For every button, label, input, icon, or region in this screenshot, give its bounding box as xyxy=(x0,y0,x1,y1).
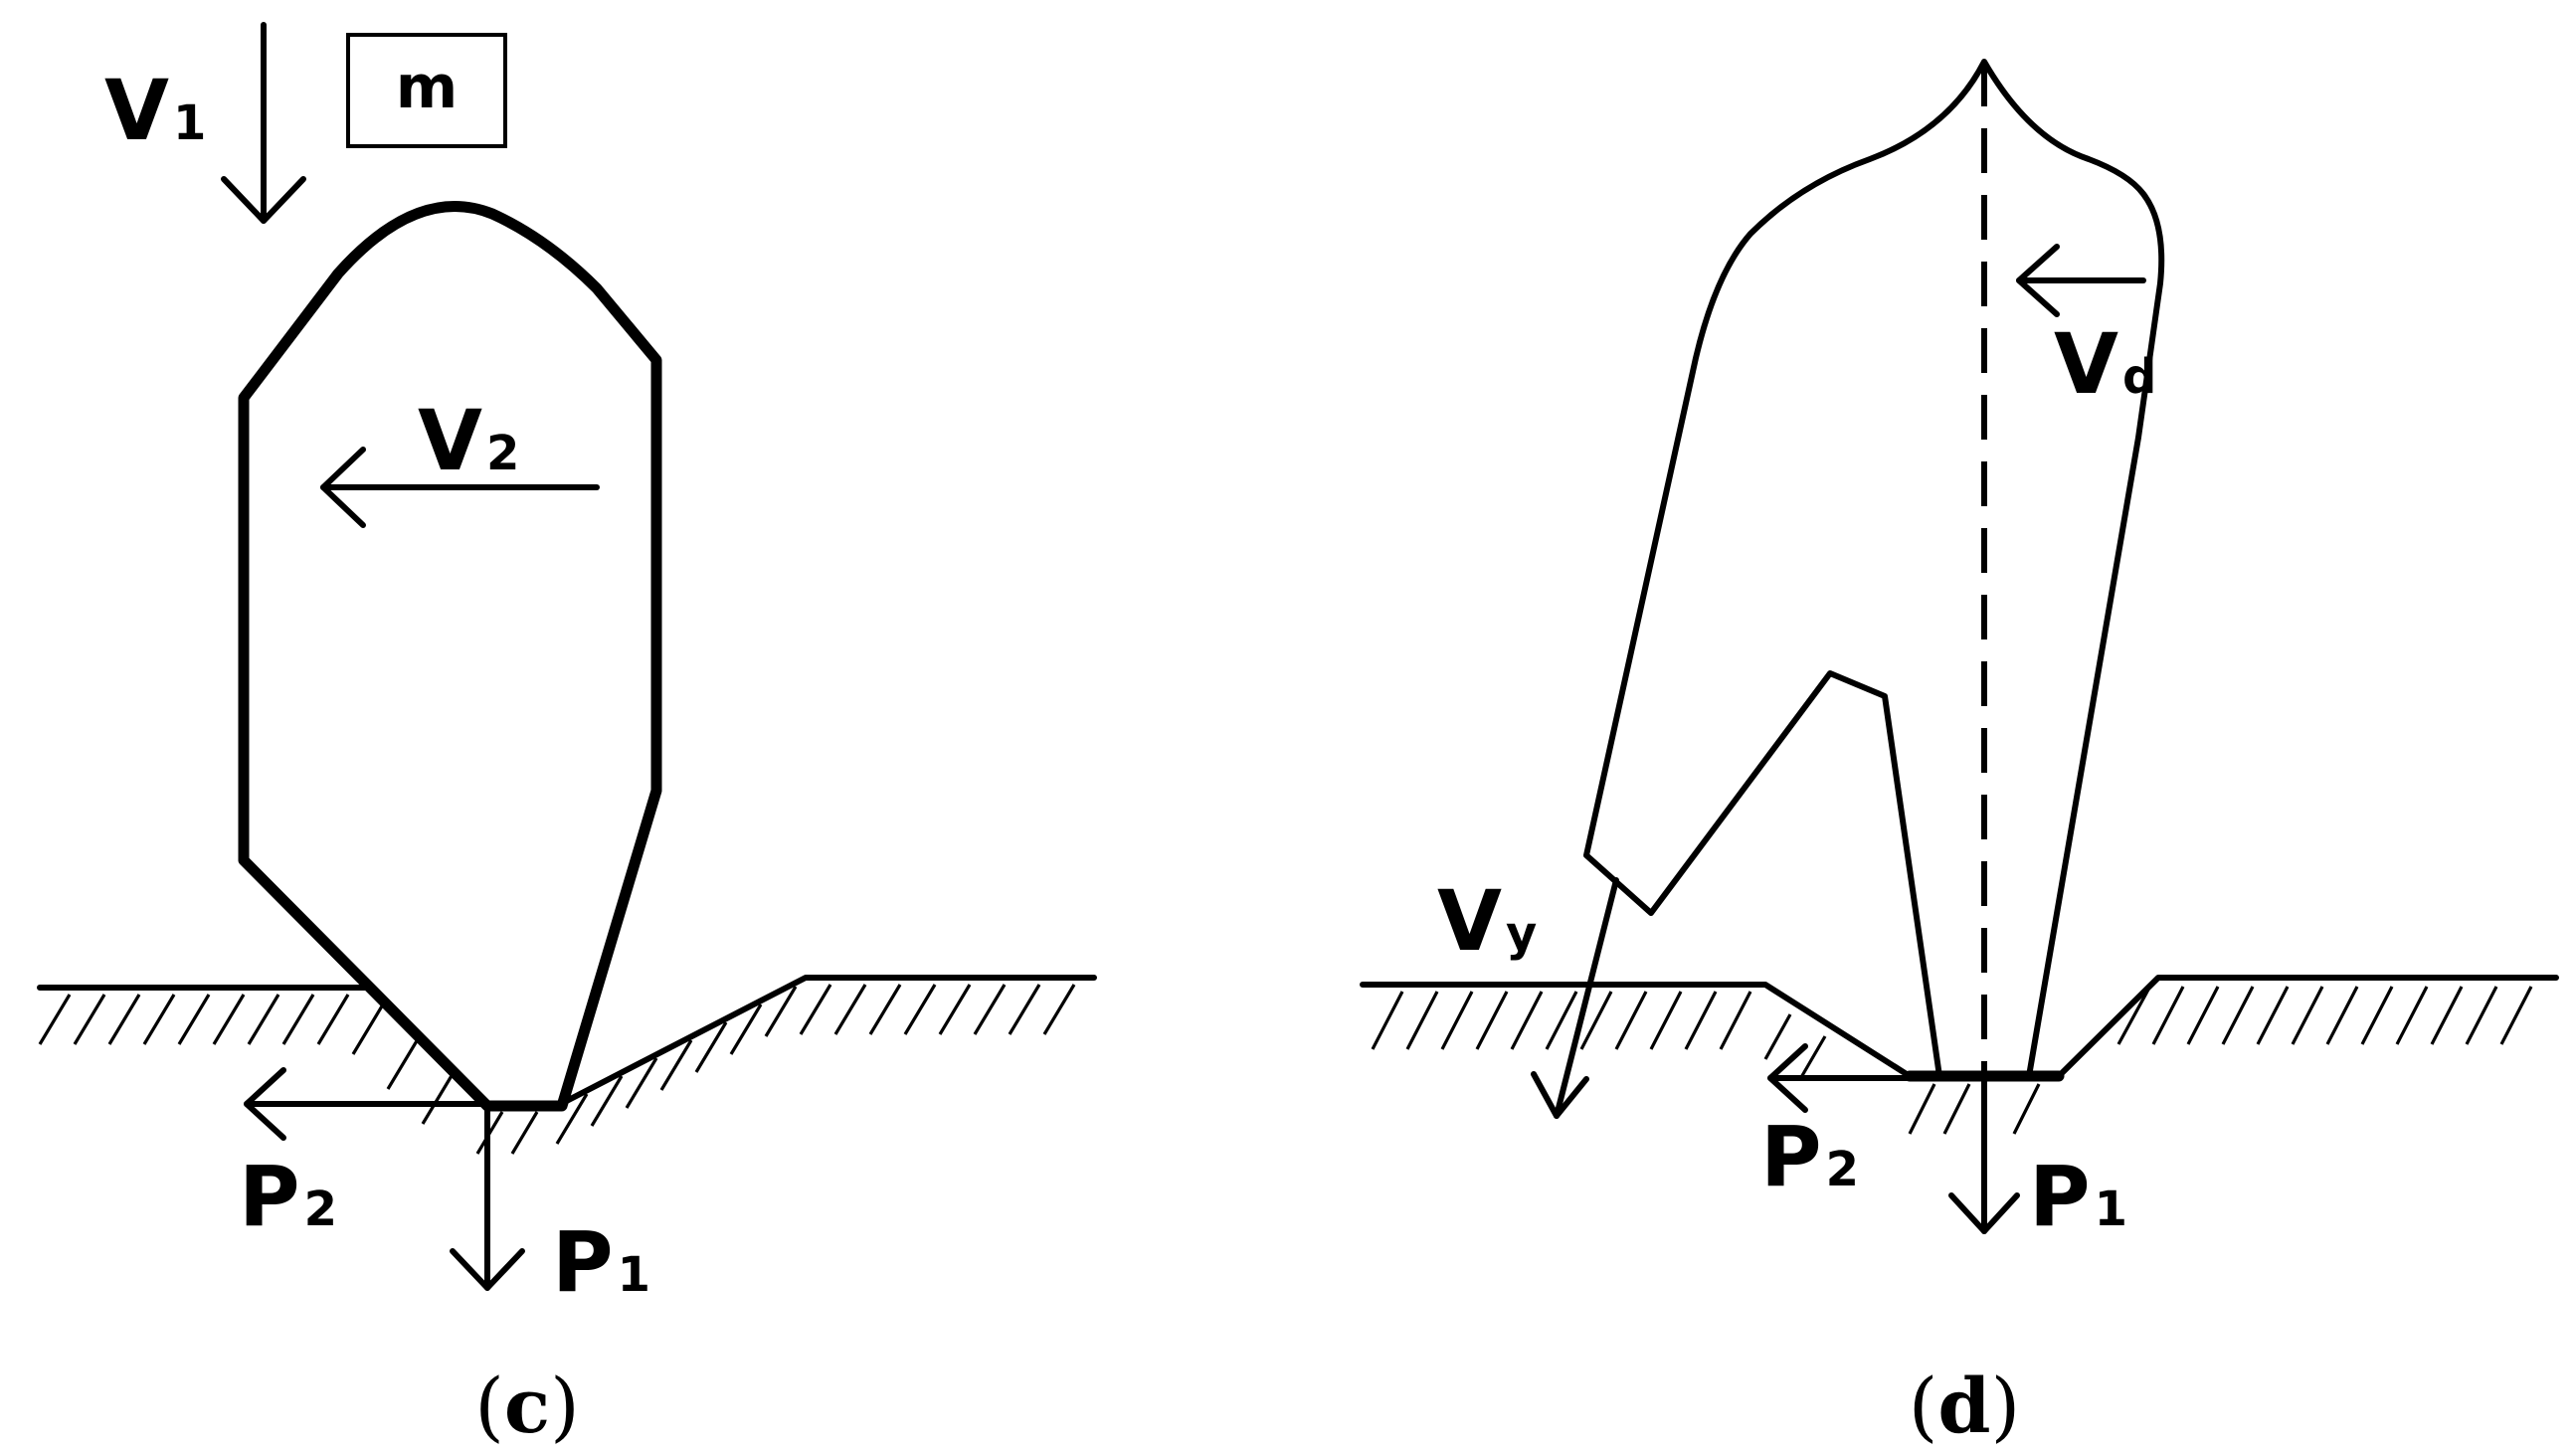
p2-label-d: P2 xyxy=(1760,1108,1859,1205)
p2-arrow xyxy=(244,1067,490,1141)
ground-hatching-c xyxy=(38,984,1076,1155)
ground-surface-c xyxy=(37,975,1097,1109)
p1-label-d: P1 xyxy=(2029,1148,2127,1245)
ground-hatching-d xyxy=(1371,986,2533,1135)
v2-label: V2 xyxy=(418,392,519,489)
p1-label: P1 xyxy=(552,1213,650,1311)
body-outline-d xyxy=(1583,59,2165,1079)
caption-d: (d) xyxy=(1909,1362,2020,1450)
body-outline-c xyxy=(238,201,662,1112)
vy-arrow xyxy=(1531,877,1619,1119)
vy-label: Vy xyxy=(1437,872,1537,970)
v1-label: V1 xyxy=(104,62,206,159)
p2-arrow-d xyxy=(1767,1043,1987,1113)
mass-box xyxy=(346,33,507,148)
panel-d: Vd Vy P2 P1 (d) xyxy=(1360,59,2559,1450)
v1-arrow xyxy=(221,22,306,224)
p1-arrow-d xyxy=(1948,1075,2020,1234)
caption-c: (c) xyxy=(474,1362,580,1450)
p1-arrow xyxy=(450,1103,525,1291)
p2-label: P2 xyxy=(239,1148,337,1245)
v2-arrow xyxy=(320,447,600,528)
panel-c: m V1 V2 P2 P1 xyxy=(37,22,1097,1450)
vd-arrow xyxy=(2016,244,2146,317)
mass-label: m xyxy=(396,53,459,122)
vd-label: Vd xyxy=(2054,315,2156,413)
